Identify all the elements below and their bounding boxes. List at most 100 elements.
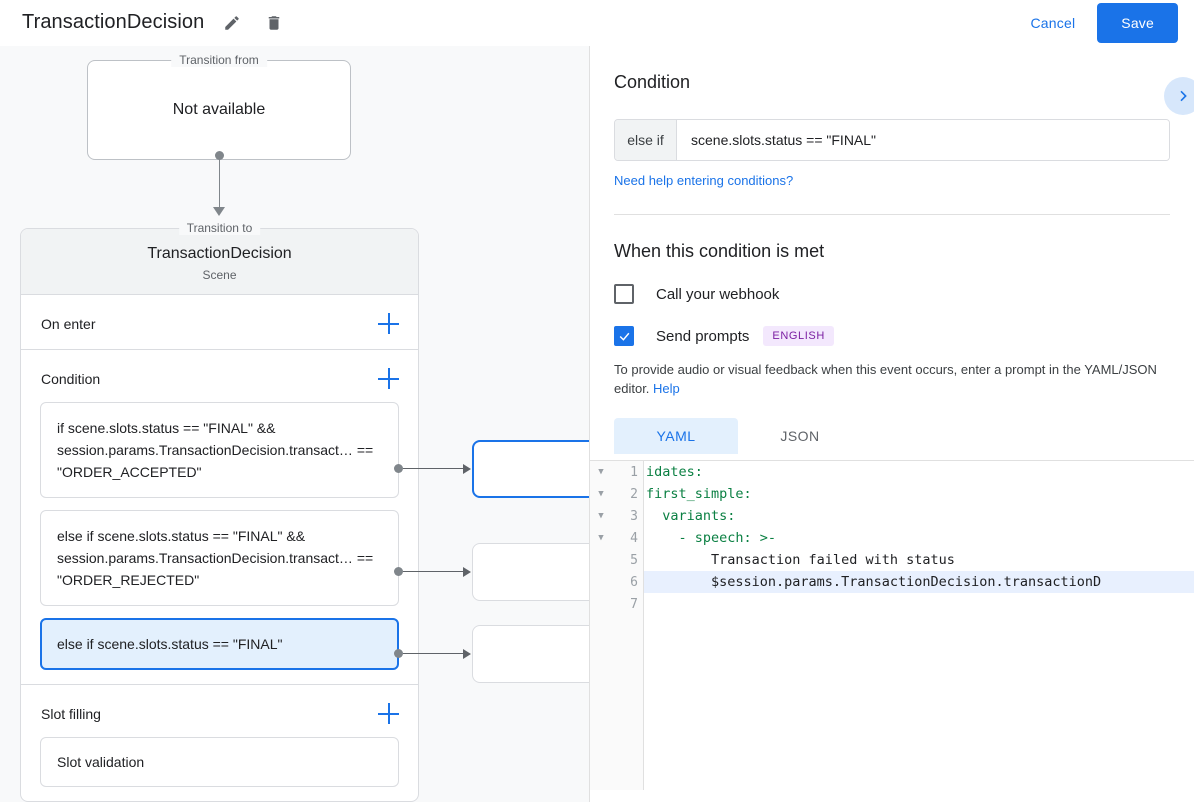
scene-card: Transition to TransactionDecision Scene … [20,221,419,802]
call-webhook-label: Call your webhook [656,285,780,303]
edge-line-2 [403,571,465,572]
section-condition: Condition if scene.slots.status == "FINA… [21,350,418,685]
target-box-3[interactable] [472,625,589,683]
chevron-right-icon[interactable] [1164,77,1194,115]
transition-to-legend: Transition to [178,221,261,235]
editor-code-line[interactable]: $session.params.TransactionDecision.tran… [644,571,1194,593]
prompts-help-link[interactable]: Help [653,381,680,396]
condition-card-1[interactable]: if scene.slots.status == "FINAL" && sess… [40,402,399,498]
app-header: TransactionDecision Cancel Save [0,0,1194,46]
transition-from-box: Transition from Not available [87,53,351,160]
editor-code-area[interactable]: idates: first_simple: variants: - speech:… [644,461,1194,790]
section-on-enter-header: On enter [21,295,418,335]
yaml-key: idates: [646,464,703,480]
editor-tabs: YAML JSON [614,418,1170,454]
scene-card-header: Transition to TransactionDecision Scene [21,221,418,295]
connector-dot-from [215,151,224,160]
trash-icon[interactable] [260,9,288,37]
fold-triangle-icon[interactable]: ▼ [598,467,604,477]
page-title: TransactionDecision [22,11,205,33]
editor-line-number: 5 [630,552,638,568]
editor-line-number: 1 [630,464,638,480]
editor-code-line[interactable]: first_simple: [644,483,1194,505]
transition-from-value: Not available [172,101,266,118]
edge-line-1 [403,468,465,469]
send-prompts-row: Send prompts ENGLISH [614,326,1170,346]
send-prompts-checkbox[interactable] [614,326,634,346]
editor-code-line[interactable]: idates: [644,461,1194,483]
editor-gutter-row: ▼4 [590,527,643,549]
target-box-1[interactable] [472,440,589,498]
webhook-row: Call your webhook [614,284,1170,304]
prompts-hint: To provide audio or visual feedback when… [614,360,1170,398]
add-condition-plus-icon[interactable] [378,368,400,390]
section-condition-label: Condition [41,371,101,387]
pencil-icon[interactable] [218,9,246,37]
condition-prefix-label: else if [615,120,677,160]
yaml-key: variants: [662,508,736,524]
edge-arrow-3 [463,649,471,659]
fold-triangle-icon[interactable]: ▼ [598,533,604,543]
edge-dot-1 [394,464,403,473]
section-on-enter-label: On enter [41,316,96,332]
condition-help-link[interactable]: Need help entering conditions? [614,173,794,188]
when-met-title: When this condition is met [614,241,825,261]
scene-name: TransactionDecision [147,245,292,262]
condition-input-row: else if [614,119,1170,161]
condition-input[interactable] [677,120,1169,160]
panel-title: Condition [614,72,691,92]
condition-card-2[interactable]: else if scene.slots.status == "FINAL" &&… [40,510,399,606]
editor-code-line[interactable]: Transaction failed with status [646,552,955,568]
scene-graph-canvas: Transition from Not available Transition… [0,46,589,802]
save-button[interactable]: Save [1097,2,1178,43]
slot-validation-card[interactable]: Slot validation [40,737,399,787]
condition-card-3[interactable]: else if scene.slots.status == "FINAL" [40,618,399,670]
connector-line-vertical [219,156,220,209]
condition-section: Condition else if Need help entering con… [590,46,1194,215]
editor-code-line[interactable]: - speech: >- [644,527,1194,549]
editor-line-number: 7 [630,596,638,612]
scene-type: Scene [202,268,237,282]
editor-line-number: 6 [630,574,638,590]
section-slot-filling-header: Slot filling [21,685,418,725]
prompts-hint-text: To provide audio or visual feedback when… [614,362,1157,396]
tab-yaml[interactable]: YAML [614,418,738,454]
section-on-enter: On enter [21,295,418,350]
add-on-enter-plus-icon[interactable] [378,313,400,335]
transition-from-legend: Transition from [171,53,267,67]
cancel-button[interactable]: Cancel [1019,7,1088,39]
editor-line-number: 2 [630,486,638,502]
editor-gutter-row: ▼1 [590,461,643,483]
edge-dot-2 [394,567,403,576]
panel-divider [614,214,1170,215]
target-box-2[interactable] [472,543,589,601]
edge-line-3 [403,653,465,654]
edge-dot-3 [394,649,403,658]
edge-arrow-2 [463,567,471,577]
add-slot-filling-plus-icon[interactable] [378,703,400,725]
connector-arrow-down [213,207,225,216]
condition-detail-panel: Condition else if Need help entering con… [589,46,1194,802]
editor-code-line[interactable]: variants: [644,505,1194,527]
editor-gutter-row: ▼2 [590,483,643,505]
send-prompts-label: Send prompts [656,327,750,345]
editor-gutter-row: ▼3 [590,505,643,527]
fold-triangle-icon[interactable]: ▼ [598,511,604,521]
section-condition-header: Condition [21,350,418,390]
editor-line-number: 4 [630,530,638,546]
editor-code-line[interactable] [644,593,1194,615]
section-slot-filling-label: Slot filling [41,706,101,722]
editor-gutter-row: 6 [590,571,643,593]
when-condition-met-section: When this condition is met Call your web… [590,215,1194,454]
language-badge: ENGLISH [763,326,834,346]
call-webhook-checkbox[interactable] [614,284,634,304]
editor-line-number: 3 [630,508,638,524]
section-slot-filling: Slot filling Slot validation [21,685,418,801]
fold-triangle-icon[interactable]: ▼ [598,489,604,499]
tab-json[interactable]: JSON [780,428,820,444]
editor-gutter-row: 5 [590,549,643,571]
yaml-key: first_simple: [646,486,752,502]
